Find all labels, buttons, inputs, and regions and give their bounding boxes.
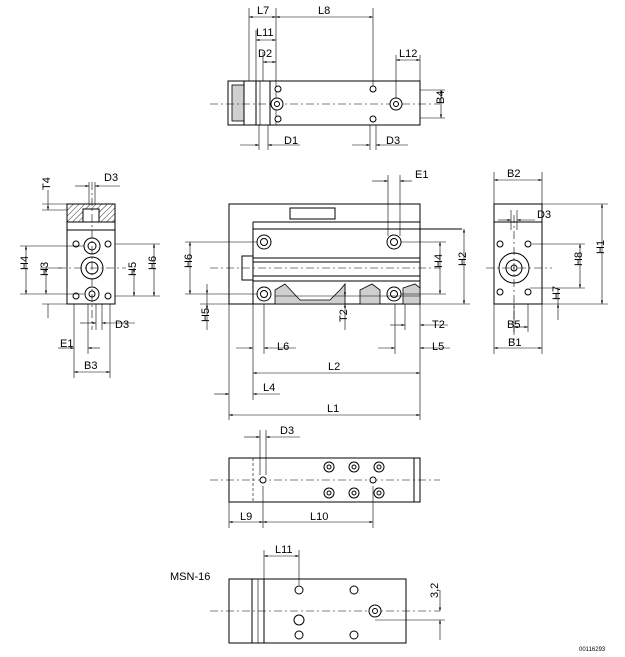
- label-D1: D1: [284, 135, 298, 147]
- label-H3-endl: H3: [39, 262, 51, 276]
- label-T2-right: T2: [432, 319, 445, 331]
- label-H4-front: H4: [433, 254, 445, 268]
- label-D3-endl-top: D3: [104, 172, 118, 184]
- label-L1: L1: [327, 403, 339, 415]
- label-T4: T4: [41, 177, 53, 190]
- drawing-id: 00116293: [579, 647, 606, 653]
- top-view: L7 L8 L11 D2 L12 B4 D1 D3: [210, 5, 447, 150]
- label-H5-endl: H5: [127, 262, 139, 276]
- label-H6-front: H6: [183, 254, 195, 268]
- label-B4: B4: [435, 91, 447, 104]
- variant-label: MSN-16: [170, 571, 210, 583]
- label-E1-front: E1: [415, 169, 428, 181]
- label-H5-front: H5: [200, 308, 212, 322]
- label-D3-endr: D3: [537, 209, 551, 221]
- label-L4: L4: [263, 382, 275, 394]
- label-H6-endl: H6: [147, 256, 159, 270]
- label-D3-top: D3: [386, 135, 400, 147]
- label-H1: H1: [595, 240, 607, 254]
- label-H7: H7: [551, 286, 563, 300]
- label-H4-endl: H4: [19, 256, 31, 270]
- label-B2: B2: [507, 168, 520, 180]
- label-B1: B1: [508, 337, 521, 349]
- right-end-view: B2 D3 H8 H1 H7 B5 B1: [486, 168, 608, 354]
- label-L6: L6: [277, 341, 289, 353]
- left-end-view: T4 D3 H4 H3 H5 H6 D3 E1 B3: [19, 172, 160, 378]
- label-L11-msn: L11: [275, 544, 293, 556]
- bottom-view: D3 L9 L10: [210, 425, 440, 528]
- label-B3: B3: [84, 360, 97, 372]
- label-H2: H2: [457, 252, 469, 266]
- label-B5: B5: [507, 319, 520, 331]
- label-3-2: 3,2: [429, 583, 441, 598]
- label-D3-endl-bottom: D3: [115, 319, 129, 331]
- label-L2: L2: [328, 361, 340, 373]
- front-view: E1 H6 H5 H4 H2 T2 T2 L5 L6 L2 L4 L1: [183, 169, 470, 420]
- label-D3-bottom: D3: [280, 425, 294, 437]
- label-D2: D2: [258, 48, 272, 60]
- label-L12: L12: [399, 48, 417, 60]
- label-L5: L5: [432, 341, 444, 353]
- label-L9: L9: [240, 511, 252, 523]
- label-L8: L8: [318, 5, 330, 17]
- label-H8: H8: [573, 252, 585, 266]
- label-L7: L7: [257, 5, 269, 17]
- label-L11: L11: [256, 27, 274, 39]
- label-L10: L10: [310, 511, 328, 523]
- msn16-view: L11 3,2 MSN-16: [170, 544, 445, 644]
- label-T2-left: T2: [338, 309, 350, 322]
- label-E1-endl: E1: [60, 338, 73, 350]
